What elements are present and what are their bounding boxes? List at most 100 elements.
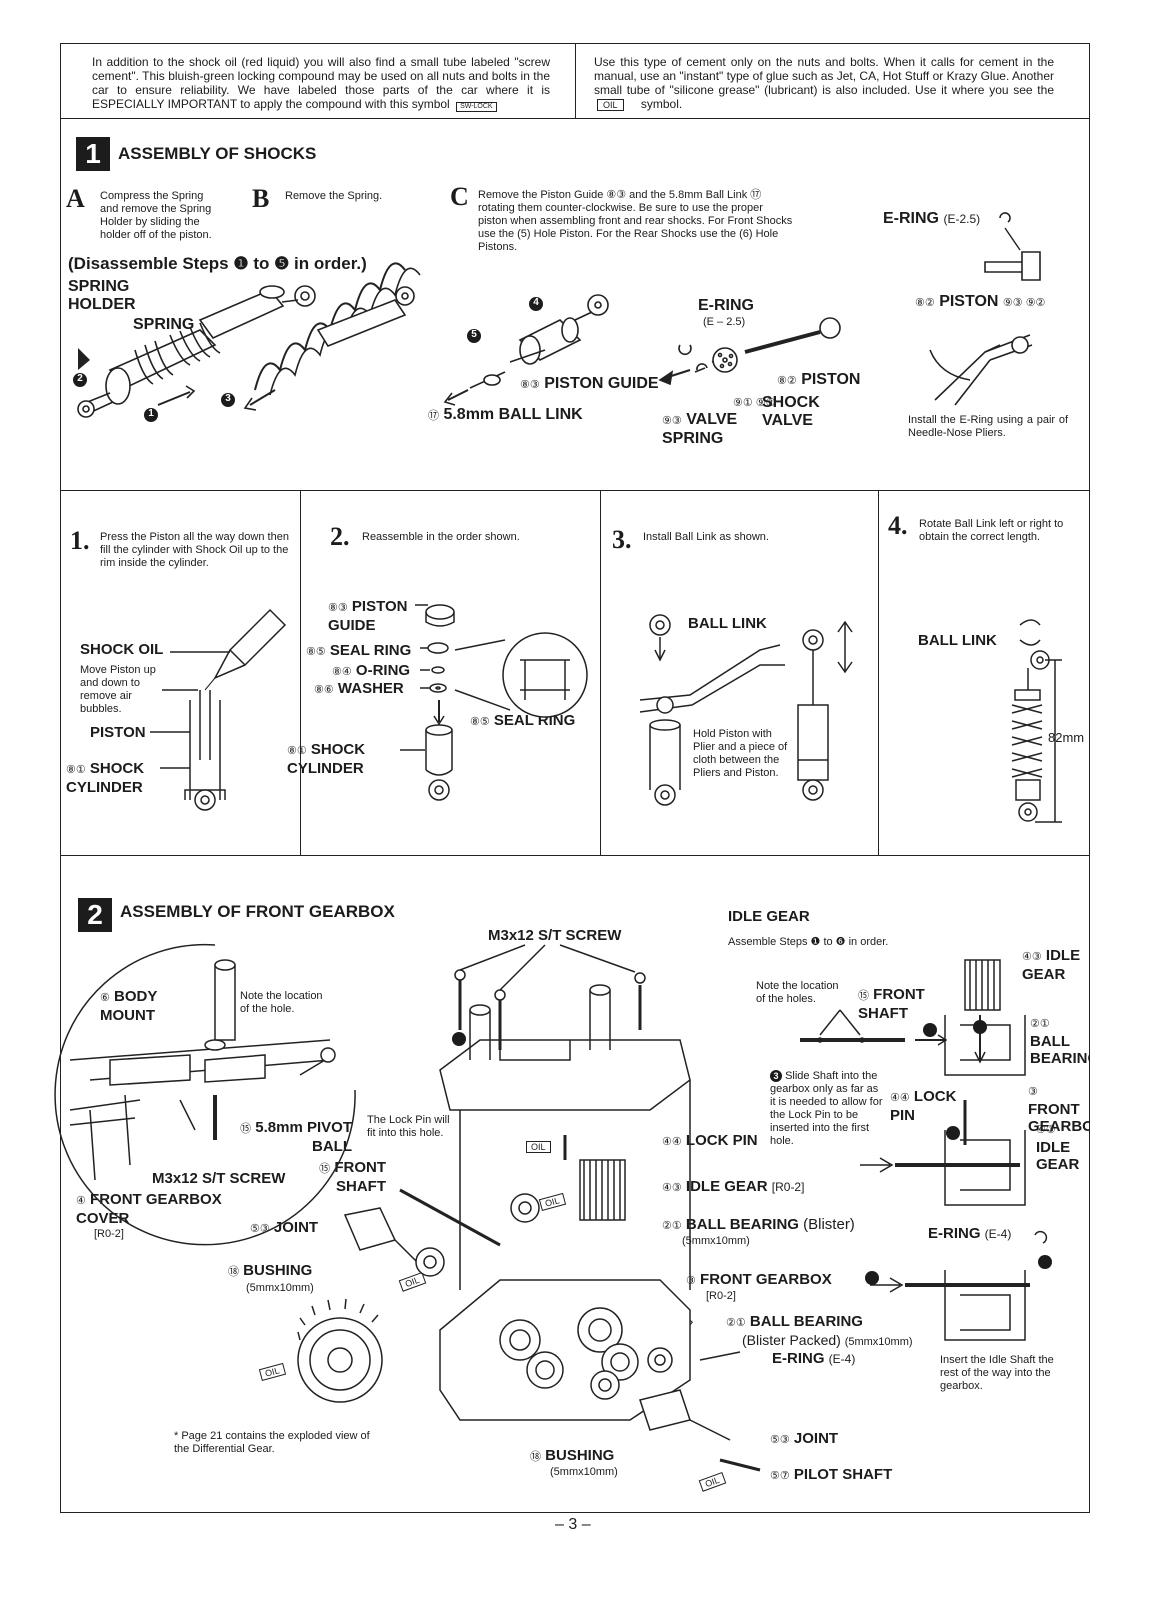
bushing-2-num: ⑱ (530, 1451, 541, 1463)
step1-shock-cylinder-label: ⑧① SHOCK CYLINDER (66, 760, 176, 796)
step-c-text: Remove the Piston Guide ⑧③ and the 5.8mm… (478, 189, 793, 253)
shock-oil-label: SHOCK OIL (80, 641, 164, 658)
front-shaft-label: ⑮ FRONT SHAFT (306, 1159, 386, 1195)
ball-link-label: ⑰ 5.8mm BALL LINK (428, 406, 583, 425)
step2-washer-text: WASHER (337, 680, 404, 697)
piston-label: ⑧② PISTON (777, 371, 860, 390)
sw-lock-symbol: SW-LOCK (456, 102, 497, 112)
pivot-ball-text: 5.8mm PIVOT BALL (255, 1119, 352, 1155)
piston-2-text: PISTON (939, 293, 999, 310)
idle-e-ring-sub: (E-4) (984, 1227, 1012, 1241)
divider (60, 118, 1090, 119)
marker-5: 5 (471, 329, 477, 340)
idle-gear-top-text: IDLE GEAR (1022, 947, 1081, 983)
divider (600, 490, 601, 855)
body-mount-label: ⑥ BODY MOUNT (100, 988, 190, 1024)
divider (300, 490, 301, 855)
screw-left-label: M3x12 S/T SCREW (152, 1170, 286, 1187)
marker-3: 3 (225, 393, 231, 404)
idle-gear-2-label: ④③ IDLE GEAR (1036, 1120, 1090, 1173)
idle-ball-bearing-num: ②① (1030, 1018, 1050, 1030)
hole-note: Note the location of the hole. (240, 990, 323, 1015)
marker-4: 4 (533, 297, 539, 308)
idle-gear-sub: [R0-2] (771, 1180, 805, 1194)
step-b-text: Remove the Spring. (285, 190, 383, 202)
idle-front-shaft-num: ⑮ (858, 990, 869, 1002)
front-shaft-text: FRONT SHAFT (334, 1159, 386, 1195)
e-ring-s2-sub: (E-4) (828, 1352, 856, 1366)
slide-step-marker: 3 (770, 1070, 782, 1082)
intro-right-body: Use this type of cement only on the nuts… (594, 55, 1054, 97)
piston-e-ring-drawing (984, 212, 1041, 281)
step2-o-ring-text: O-RING (355, 662, 411, 679)
gearbox-body-drawing (297, 1135, 761, 1472)
bushing-num: ⑱ (228, 1266, 239, 1278)
section-2-title: ASSEMBLY OF FRONT GEARBOX (120, 902, 395, 921)
step-2-text: Reassemble in the order shown. (362, 531, 520, 543)
ball-bearing-2-label: ②① BALL BEARING (726, 1313, 863, 1332)
ball-bearing-tail: (Blister) (803, 1216, 855, 1233)
screw-top-label: M3x12 S/T SCREW (488, 927, 622, 944)
ball-bearing-2-num: ②① (726, 1317, 746, 1329)
body-mount-num: ⑥ (100, 992, 110, 1004)
idle-front-gearbox-text: FRONT GEARBOX (1028, 1101, 1090, 1135)
step2-shock-cylinder-num: ⑧① (287, 745, 307, 757)
step2-seal-ring-num: ⑧⑤ (306, 646, 326, 658)
front-gearbox-cover-text: FRONT GEARBOX COVER (76, 1191, 222, 1227)
piston-guide-num: ⑧③ (520, 379, 540, 391)
inset-circle-drawing (54, 943, 356, 1246)
step2-o-ring-num: ⑧④ (332, 666, 352, 678)
step-1-number: 1. (70, 526, 90, 555)
step-3-text: Install Ball Link as shown. (643, 531, 769, 543)
slide-shaft-note: 3 Slide Shaft into the gearbox only as f… (770, 1070, 886, 1148)
slide-shaft-text: Slide Shaft into the gearbox only as far… (770, 1070, 883, 1147)
gearbox-cover-drawing (439, 944, 691, 1290)
step-c-letter: C (450, 182, 469, 211)
step2-washer-label: ⑧⑥ WASHER (314, 680, 404, 699)
idle-front-gearbox-label: ③ FRONT GEARBOX (1028, 1082, 1090, 1135)
step2-seal-ring-text: SEAL RING (329, 642, 412, 659)
shock-valve-num: ⑨① ⑨② (733, 397, 776, 409)
step2-piston-guide-label: ⑧③ PISTON GUIDE (328, 598, 418, 634)
hold-piston-note: Hold Piston with Plier and a piece of cl… (693, 728, 788, 779)
oil-symbol: OIL (597, 99, 624, 111)
bushing-2-sub: (5mmx10mm) (550, 1466, 618, 1478)
step-1-text: Press the Piston all the way down then f… (100, 531, 289, 569)
idle-title: IDLE GEAR (728, 908, 810, 925)
move-piston-note: Move Piston up and down to remove air bu… (80, 664, 156, 715)
bushing-text: BUSHING (243, 1262, 313, 1279)
ball-bearing-2-text: BALL BEARING (749, 1313, 863, 1330)
ball-bearing-2-size: (5mmx10mm) (844, 1336, 913, 1348)
idle-ball-bearing-label: ②① BALL BEARING (1030, 1014, 1090, 1067)
idle-steps-note: Assemble Steps ❶ to ❻ in order. (728, 936, 889, 948)
front-gearbox-cover-sub: [R0-2] (94, 1228, 124, 1240)
marker-2: 2 (77, 373, 83, 384)
pilot-shaft-text: PILOT SHAFT (793, 1466, 893, 1483)
spring-holder-label: SPRING HOLDER (68, 278, 136, 313)
step2-seal-ring-2-num: ⑧⑤ (470, 716, 490, 728)
insert-note: Insert the Idle Shaft the rest of the wa… (940, 1354, 1054, 1392)
piston-2-num-post: ⑨③ ⑨② (1002, 297, 1046, 309)
divider (60, 490, 1090, 491)
step-a-letter: A (66, 184, 85, 213)
shock-c-drawing (443, 294, 841, 406)
idle-front-gearbox-num: ③ (1028, 1086, 1038, 1098)
piston-text: PISTON (801, 371, 861, 388)
idle-gear-top-label: ④③ IDLE GEAR (1022, 947, 1086, 983)
piston-2-num: ⑧② (915, 297, 935, 309)
step2-piston-guide-text: PISTON GUIDE (328, 598, 408, 634)
step2-seal-ring-label: ⑧⑤ SEAL RING (306, 642, 411, 661)
front-gearbox-label: ③ FRONT GEARBOX (686, 1271, 832, 1290)
joint-2-label: ⑤③ JOINT (770, 1430, 838, 1449)
divider (60, 855, 1090, 856)
step-a-text: Compress the Spring and remove the Sprin… (100, 190, 212, 241)
holes-note: Note the location of the holes. (756, 980, 839, 1005)
spring-label: SPRING (133, 316, 195, 333)
step-b-letter: B (252, 184, 270, 213)
step1-piston-label: PISTON (90, 724, 146, 741)
step1-shock-cylinder-text: SHOCK CYLINDER (66, 760, 145, 796)
lock-pin-label: ④④ LOCK PIN (662, 1132, 758, 1151)
ball-link-num: ⑰ (428, 410, 439, 422)
